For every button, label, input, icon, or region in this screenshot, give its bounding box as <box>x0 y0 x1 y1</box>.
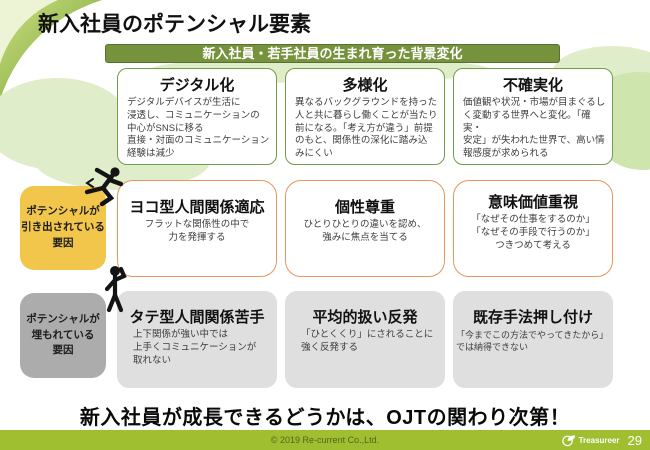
banner-heading: 新入社員・若手社員の生まれ育った背景変化 <box>105 44 560 63</box>
box-body: フラットな関係性の中で 力を発揮する <box>144 219 250 243</box>
footer-right-group: Treasureer 29 <box>561 430 642 450</box>
drawn-out-box-individuality: 個性尊重 ひとりひとりの違いを認め、 強みに焦点を当てる <box>285 180 445 277</box>
buried-box-imposed-methods: 既存手法押し付け 「今までこの方法でやってきたから」 では納得できない <box>453 291 613 388</box>
background-box-digital: デジタル化 デジタルデバイスが生活に 浸透し、コミュニケーションの 中心がSNS… <box>117 68 277 165</box>
box-body: 上下関係が強い中では 上手くコミュニケーションが 取れない <box>133 329 257 366</box>
box-heading: デジタル化 <box>159 77 235 94</box>
treasureer-logo-icon <box>561 435 575 447</box>
box-heading: ヨコ型人間関係適応 <box>129 199 265 216</box>
box-heading: 多様化 <box>342 77 388 94</box>
box-heading: 既存手法押し付け <box>472 309 593 326</box>
buried-box-average-treatment: 平均的扱い反発 「ひとくくり」にされることに 強く反発する <box>285 291 445 388</box>
thinking-person-icon <box>104 266 127 313</box>
drawn-out-box-meaning-value: 意味価値重視 「なぜその仕事をするのか」 「なぜその手段で行うのか」 つきつめて… <box>453 180 613 277</box>
drawn-out-box-horizontal-relations: ヨコ型人間関係適応 フラットな関係性の中で 力を発揮する <box>117 180 277 277</box>
box-heading: 意味価値重視 <box>487 194 578 211</box>
box-heading: 平均的扱い反発 <box>312 309 418 326</box>
box-heading: 不確実化 <box>502 77 563 94</box>
box-heading: タテ型人間関係苦手 <box>129 309 265 326</box>
background-box-uncertainty: 不確実化 価値観や状況・市場が目まぐるし く変動する世界へと変化。「確実・ 安定… <box>453 68 613 165</box>
footer-bar: © 2019 Re-current Co.,Ltd. Treasureer 29 <box>0 430 650 450</box>
box-body: 異なるバックグラウンドを持った 人と共に暮らし働くことが当たり 前になる。「考え… <box>295 97 438 160</box>
background-box-diversity: 多様化 異なるバックグラウンドを持った 人と共に暮らし働くことが当たり 前になる… <box>285 68 445 165</box>
jumping-person-icon <box>84 167 124 207</box>
box-body: ひとりひとりの違いを認め、 強みに焦点を当てる <box>303 219 427 243</box>
label-potential-buried: ポテンシャルが 埋もれている 要因 <box>20 293 106 378</box>
box-body: 「なぜその仕事をするのか」 「なぜその手段で行うのか」 つきつめて考える <box>471 214 595 251</box>
corner-swoosh-decoration <box>0 0 102 100</box>
page-number: 29 <box>627 432 642 448</box>
bottom-message: 新入社員が成長できるどうかは、OJTの関わり次第！ <box>79 407 571 429</box>
label-potential-drawn-out: ポテンシャルが 引き出されている 要因 <box>20 186 106 270</box>
copyright-text: © 2019 Re-current Co.,Ltd. <box>270 435 380 445</box>
buried-box-vertical-relations: タテ型人間関係苦手 上下関係が強い中では 上手くコミュニケーションが 取れない <box>117 291 277 388</box>
box-body: 「ひとくくり」にされることに 強く反発する <box>301 329 434 353</box>
treasureer-brand: Treasureer <box>561 433 620 447</box>
box-body: デジタルデバイスが生活に 浸透し、コミュニケーションの 中心がSNSに移る 直接… <box>127 97 270 160</box>
box-heading: 個性尊重 <box>334 199 395 216</box>
box-body: 価値観や状況・市場が目まぐるし く変動する世界へと変化。「確実・ 安定」が失われ… <box>463 97 606 160</box>
box-body: 「今までこの方法でやってきたから」 では納得できない <box>456 330 609 353</box>
brand-name: Treasureer <box>578 435 620 445</box>
page-title: 新入社員のポテンシャル要素 <box>38 13 311 36</box>
